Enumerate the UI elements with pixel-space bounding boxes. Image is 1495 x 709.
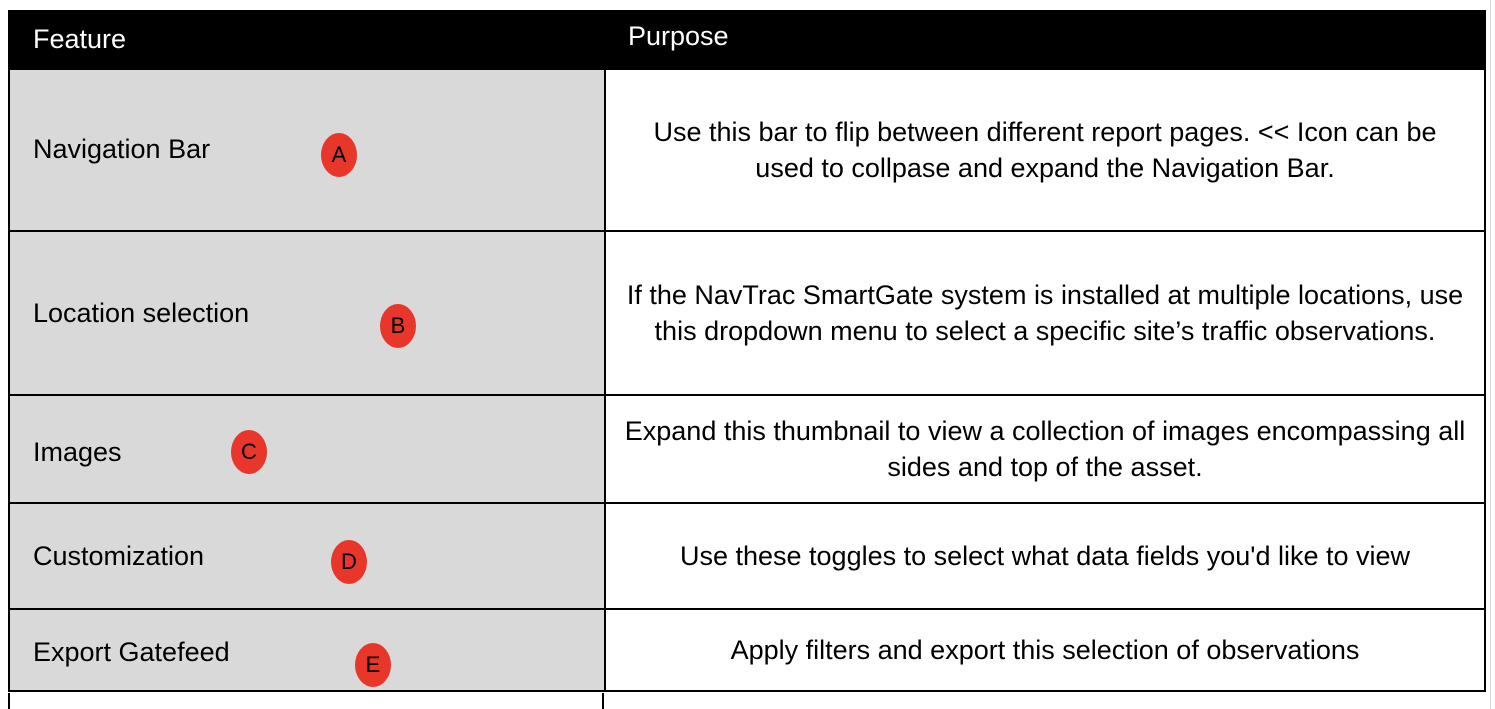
feature-table: Feature Purpose Navigation Bar A Use thi…	[8, 10, 1486, 692]
next-row-fragment	[8, 693, 604, 709]
callout-badge: D	[331, 540, 367, 584]
purpose-cell: Use this bar to flip between different r…	[653, 117, 1437, 183]
table-header: Feature Purpose	[10, 12, 1484, 68]
feature-cell: Navigation Bar A	[10, 70, 606, 230]
header-feature: Feature	[33, 24, 127, 54]
purpose-cell: Apply filters and export this selection …	[730, 635, 1360, 665]
purpose-cell: If the NavTrac SmartGate system is insta…	[626, 280, 1464, 346]
header-purpose: Purpose	[628, 21, 729, 51]
table-row: Navigation Bar A Use this bar to flip be…	[10, 68, 1484, 230]
sheet-gridline	[1490, 0, 1491, 709]
feature-name: Location selection	[33, 298, 250, 328]
table-row: Location selection B If the NavTrac Smar…	[10, 230, 1484, 394]
feature-name: Images	[33, 437, 122, 467]
callout-badge: A	[321, 133, 357, 177]
callout-badge: B	[380, 304, 416, 348]
callout-badge: E	[355, 643, 391, 687]
feature-cell: Images C	[10, 396, 606, 502]
feature-name: Navigation Bar	[33, 134, 211, 164]
purpose-cell: Expand this thumbnail to view a collecti…	[624, 416, 1466, 482]
feature-name: Customization	[33, 541, 205, 571]
table-row: Export Gatefeed E Apply filters and expo…	[10, 608, 1484, 690]
feature-cell: Customization D	[10, 504, 606, 608]
feature-cell: Location selection B	[10, 232, 606, 394]
table-row: Images C Expand this thumbnail to view a…	[10, 394, 1484, 502]
callout-badge: C	[231, 430, 267, 474]
table-row: Customization D Use these toggles to sel…	[10, 502, 1484, 608]
feature-cell: Export Gatefeed E	[10, 610, 606, 690]
purpose-cell: Use these toggles to select what data fi…	[679, 541, 1411, 571]
feature-name: Export Gatefeed	[33, 637, 230, 667]
